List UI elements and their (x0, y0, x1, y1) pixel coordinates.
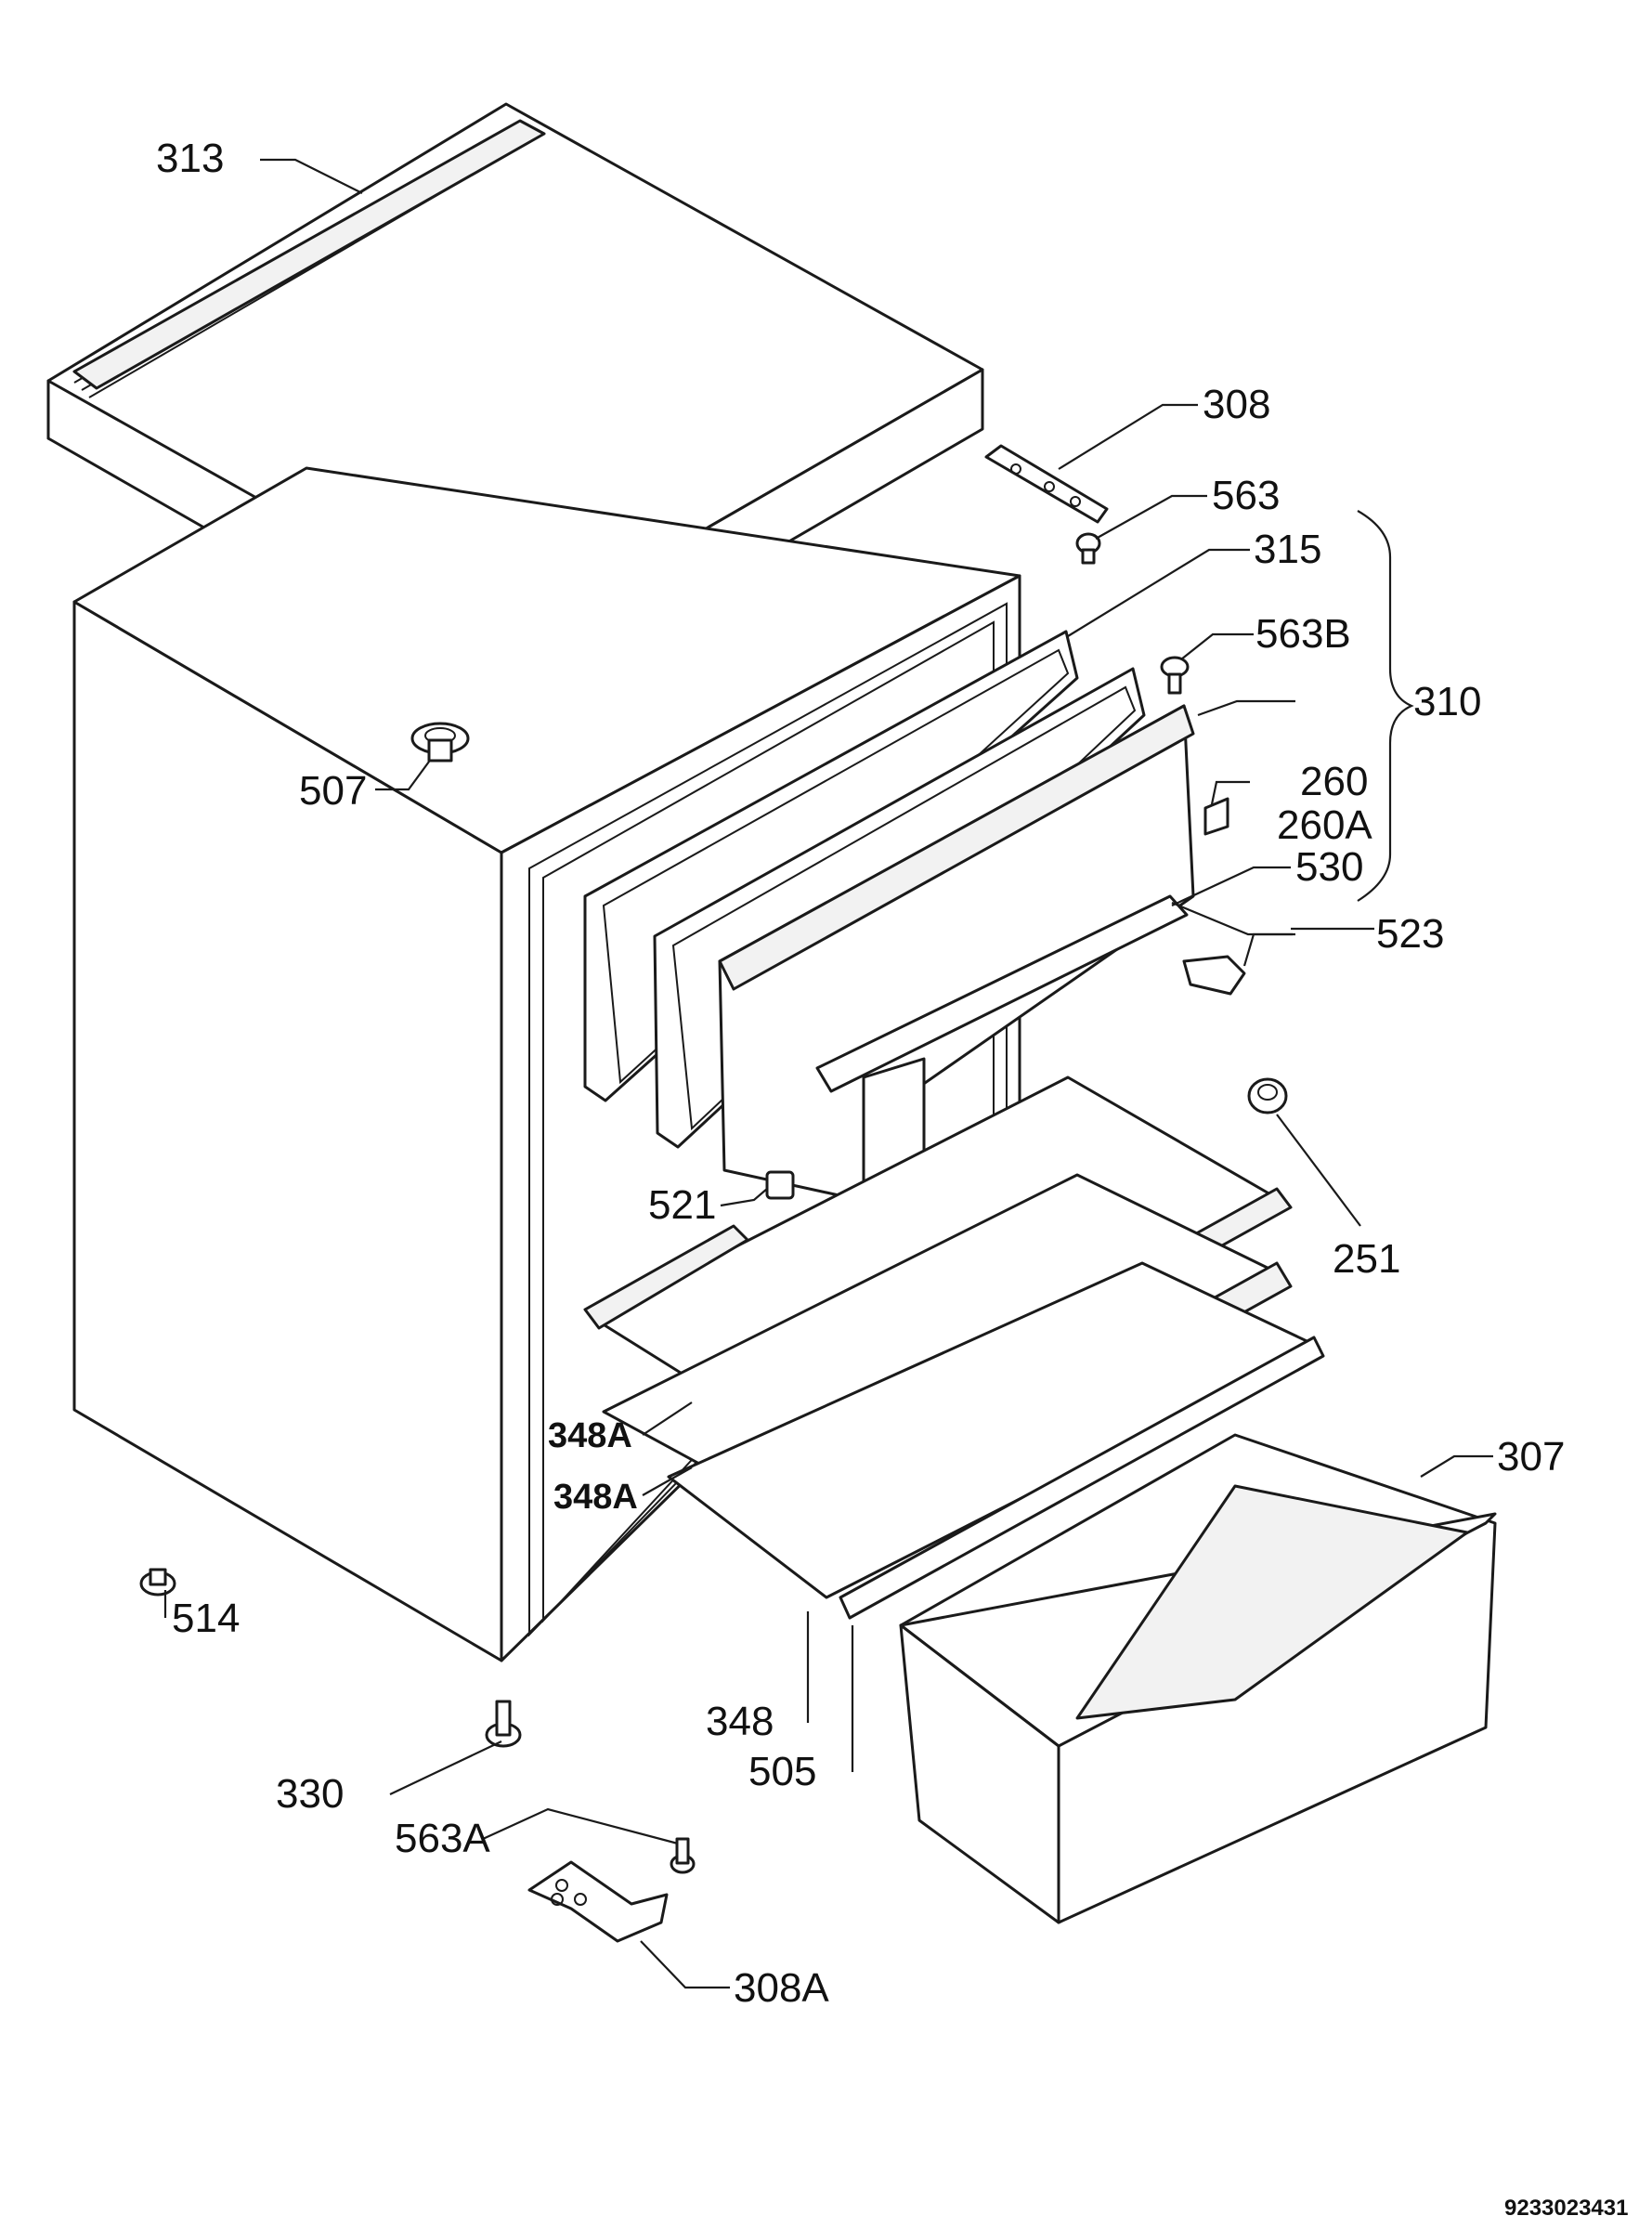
label-330: 330 (276, 1771, 344, 1817)
label-563a: 563A (395, 1816, 490, 1861)
label-563b: 563B (1255, 611, 1351, 657)
label-251: 251 (1333, 1236, 1400, 1282)
document-number: 9233023431 (1504, 2196, 1628, 2221)
label-563: 563 (1212, 473, 1280, 518)
label-260: 260 (1300, 759, 1368, 804)
label-307: 307 (1497, 1434, 1565, 1479)
part-260-clip (1203, 797, 1229, 836)
part-505-trim-strip (839, 1336, 1325, 1620)
leader-lines (163, 158, 1493, 1989)
part-563b-screw (1160, 656, 1190, 695)
label-308: 308 (1203, 382, 1270, 427)
label-260a: 260A (1277, 802, 1372, 848)
label-313: 313 (156, 136, 224, 181)
label-308a: 308A (734, 1965, 829, 2011)
part-521-clip (765, 1170, 795, 1200)
label-505: 505 (748, 1749, 816, 1794)
part-251-knob (1247, 1077, 1288, 1114)
part-330-foot-screw (485, 1700, 522, 1748)
part-563-screw (1075, 532, 1101, 565)
label-348a-upper: 348A (548, 1416, 632, 1455)
label-348a-lower: 348A (553, 1478, 638, 1517)
label-348: 348 (706, 1699, 774, 1744)
part-530-drip-tray (815, 894, 1189, 1093)
label-507: 507 (299, 768, 367, 814)
part-labels: 313 308 563 315 563B 310 260 260A 530 52… (156, 136, 1628, 2221)
part-563a-screw (670, 1837, 696, 1874)
label-315: 315 (1254, 527, 1321, 572)
part-308a-hinge-bottom (527, 1860, 669, 1943)
part-308-hinge-top (984, 444, 1109, 524)
part-507-plug (410, 722, 470, 763)
label-530: 530 (1295, 844, 1363, 890)
label-521: 521 (648, 1182, 716, 1228)
label-514: 514 (172, 1596, 240, 1641)
label-523: 523 (1376, 911, 1444, 957)
part-523-stop (1182, 955, 1246, 996)
part-514-foot (139, 1568, 176, 1597)
part-307-crisper-drawer (899, 1433, 1497, 1924)
label-310: 310 (1413, 679, 1481, 724)
